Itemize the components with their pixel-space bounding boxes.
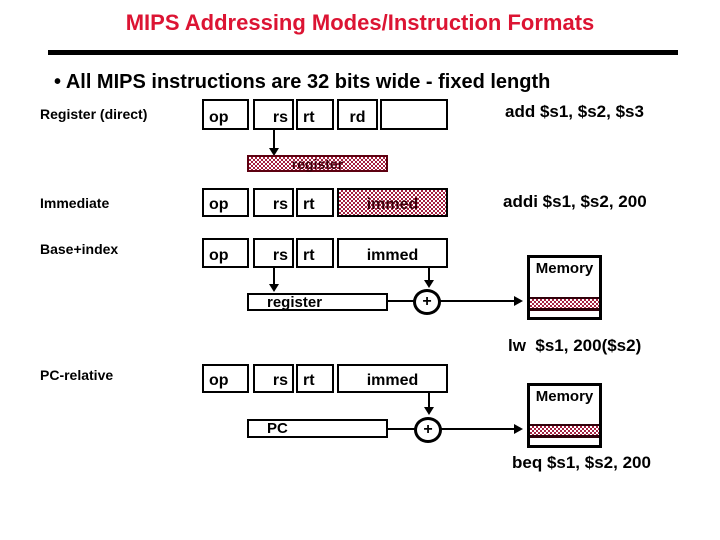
adder-to-memory-arrowhead-icon bbox=[514, 296, 523, 306]
adder-to-memory-arrow-line bbox=[440, 300, 515, 302]
register-operand-box: register bbox=[247, 293, 388, 311]
bullet-point: • All MIPS instructions are 32 bits wide… bbox=[54, 71, 551, 93]
row-label-immediate: Immediate bbox=[40, 195, 110, 211]
memory-cell-hatched bbox=[530, 297, 599, 311]
field-cell-rt: rt bbox=[296, 364, 334, 393]
plus-icon: + bbox=[422, 293, 432, 310]
field-cell-immed: immed bbox=[337, 364, 448, 393]
row-label-base-index: Base+index bbox=[40, 241, 119, 257]
pc-to-adder-line bbox=[387, 428, 415, 430]
register-operand-box: register bbox=[247, 155, 388, 172]
field-cell-op: op bbox=[202, 238, 249, 268]
rs-to-register-arrow-line bbox=[273, 268, 275, 285]
field-cell-unused bbox=[380, 99, 448, 130]
instruction-example-addi: addi $s1, $s2, 200 bbox=[503, 192, 647, 211]
field-cell-rs: rs bbox=[253, 238, 294, 268]
adder-to-memory-arrowhead-icon bbox=[514, 424, 523, 434]
immed-to-adder-arrowhead-icon bbox=[424, 407, 434, 415]
memory-cell-hatched bbox=[530, 424, 599, 438]
slide-title: MIPS Addressing Modes/Instruction Format… bbox=[125, 10, 595, 35]
field-cell-immed: immed bbox=[337, 238, 448, 268]
instruction-example-lw: lw $s1, 200($s2) bbox=[508, 336, 642, 355]
field-cell-rt: rt bbox=[296, 99, 334, 130]
pc-operand-box: PC bbox=[247, 419, 388, 438]
rs-to-register-arrow-line bbox=[273, 130, 275, 149]
rs-to-register-arrowhead-icon bbox=[269, 148, 279, 156]
memory-title: Memory bbox=[535, 388, 594, 405]
instruction-example-beq: beq $s1, $s2, 200 bbox=[512, 453, 651, 472]
rs-to-register-arrowhead-icon bbox=[269, 284, 279, 292]
adder-to-memory-arrow-line bbox=[441, 428, 515, 430]
memory-box: Memory bbox=[527, 383, 602, 448]
adder-circle: + bbox=[414, 417, 442, 443]
field-cell-rd: rd bbox=[337, 99, 378, 130]
plus-icon: + bbox=[423, 421, 433, 438]
field-cell-op: op bbox=[202, 188, 249, 217]
row-label-register-direct: Register (direct) bbox=[40, 106, 148, 122]
field-cell-op: op bbox=[202, 99, 249, 130]
memory-title: Memory bbox=[535, 260, 594, 277]
instruction-example-add: add $s1, $s2, $s3 bbox=[505, 102, 644, 121]
field-cell-op: op bbox=[202, 364, 249, 393]
field-cell-rs: rs bbox=[253, 364, 294, 393]
field-cell-rt: rt bbox=[296, 238, 334, 268]
immed-to-adder-arrow-line bbox=[428, 268, 430, 281]
field-cell-rt: rt bbox=[296, 188, 334, 217]
adder-circle: + bbox=[413, 289, 441, 315]
field-cell-rs: rs bbox=[253, 188, 294, 217]
register-to-adder-line bbox=[387, 300, 414, 302]
title-underline bbox=[48, 50, 678, 55]
field-cell-rs: rs bbox=[253, 99, 294, 130]
immed-to-adder-arrow-line bbox=[428, 393, 430, 408]
row-label-pc-relative: PC-relative bbox=[40, 367, 114, 383]
field-cell-immed-hatched: immed bbox=[337, 188, 448, 217]
immed-to-adder-arrowhead-icon bbox=[424, 280, 434, 288]
